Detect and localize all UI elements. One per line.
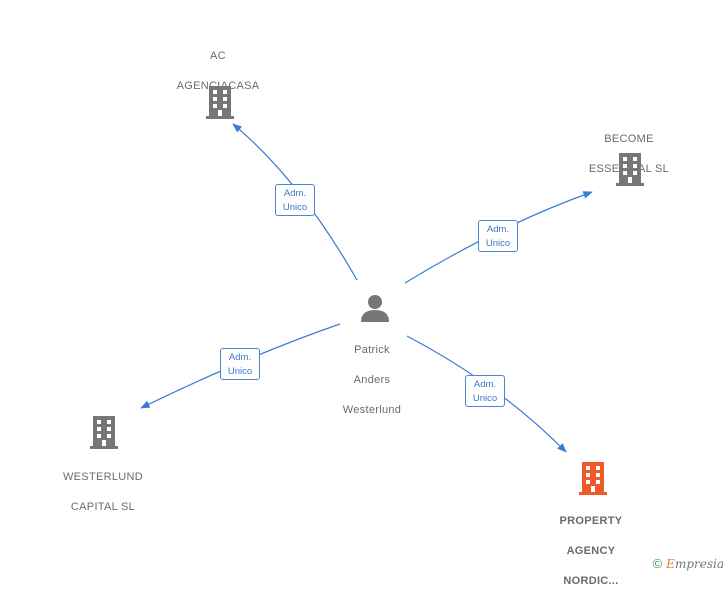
relation-label-property-agency-nordic[interactable]: Adm.Unico xyxy=(465,375,505,407)
building-icon[interactable] xyxy=(204,84,236,120)
building-icon[interactable] xyxy=(88,414,120,450)
brand-footer: © Empresia xyxy=(653,556,724,571)
brand-logo: Empresia xyxy=(666,556,724,571)
center-person-name[interactable]: Patrick Anders Westerlund xyxy=(342,344,402,416)
copyright-icon: © xyxy=(652,556,663,571)
building-icon[interactable] xyxy=(577,460,609,496)
relation-label-ac-agenciacasa[interactable]: Adm.Unico xyxy=(275,184,315,216)
building-icon[interactable] xyxy=(614,151,646,187)
company-label-property-agency-nordic[interactable]: PROPERTY AGENCY NORDIC... xyxy=(559,515,623,587)
relation-label-westerlund-capital[interactable]: Adm.Unico xyxy=(220,348,260,380)
person-icon xyxy=(361,295,389,322)
company-label-westerlund-capital[interactable]: WESTERLUND CAPITAL SL xyxy=(62,471,143,513)
relation-label-become-essential[interactable]: Adm.Unico xyxy=(478,220,518,252)
